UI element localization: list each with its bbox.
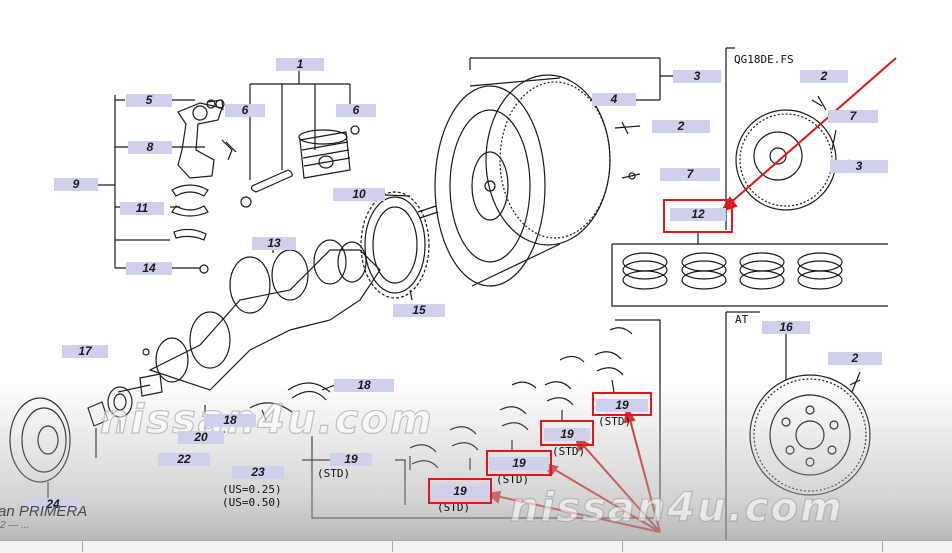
callout-16[interactable]: 16: [762, 321, 810, 334]
callout-9[interactable]: 9: [54, 178, 98, 191]
callout-23[interactable]: 23: [232, 466, 284, 479]
callout-3-flywheel[interactable]: 3: [673, 70, 721, 83]
callout-13[interactable]: 13: [252, 237, 296, 250]
bottom-divider: [622, 540, 623, 552]
callout-19-b[interactable]: 19: [489, 457, 549, 470]
std-label-b: (STD): [496, 473, 530, 486]
callout-4[interactable]: 4: [592, 93, 636, 106]
highlight-19-a: [428, 478, 492, 504]
us-025-label: (US=0.25): [222, 483, 282, 496]
callout-17[interactable]: 17: [62, 345, 108, 358]
callout-14[interactable]: 14: [126, 262, 172, 275]
callout-19-a[interactable]: 19: [430, 485, 490, 498]
bottom-divider: [392, 540, 393, 552]
bottom-fade-overlay: [0, 380, 952, 552]
bottom-divider: [82, 540, 83, 552]
callout-6-left[interactable]: 6: [225, 104, 265, 117]
engine-code-label: QG18DE.FS: [734, 53, 794, 66]
highlight-19-d: [592, 392, 652, 416]
callout-19-c[interactable]: 19: [544, 428, 590, 441]
callout-20[interactable]: 20: [178, 431, 224, 444]
callout-15[interactable]: 15: [393, 304, 445, 317]
callout-6-right[interactable]: 6: [336, 104, 376, 117]
bottom-table-edge: [0, 540, 952, 553]
callout-7-flywheel[interactable]: 7: [660, 168, 720, 181]
bottom-divider: [882, 540, 883, 552]
callout-11[interactable]: 11: [120, 202, 164, 215]
watermark-top: nissan4u.com: [99, 397, 434, 443]
callout-24[interactable]: 24: [26, 498, 80, 511]
callout-5[interactable]: 5: [126, 94, 172, 107]
callout-10[interactable]: 10: [333, 188, 385, 201]
callout-1[interactable]: 1: [276, 58, 324, 71]
callout-19-std[interactable]: 19: [330, 453, 372, 466]
std-label-a: (STD): [437, 501, 471, 514]
highlight-19-c: [540, 420, 594, 446]
callout-8[interactable]: 8: [128, 141, 172, 154]
callout-7-qg[interactable]: 7: [828, 110, 878, 123]
callout-18-right[interactable]: 18: [334, 379, 394, 392]
brand-model-label: an PRIMERA: [0, 503, 88, 520]
callout-2-at[interactable]: 2: [828, 352, 882, 365]
highlight-19-b: [486, 450, 552, 476]
brand-sub-label: 2 — ...: [0, 520, 30, 531]
std-label-c: (STD): [552, 445, 586, 458]
callout-2-qg[interactable]: 2: [800, 70, 848, 83]
watermark-bottom: nissan4u.com: [509, 485, 844, 531]
callout-22[interactable]: 22: [158, 453, 210, 466]
std-label-d: (STD): [598, 415, 632, 428]
std-label-23: (STD): [317, 467, 351, 480]
highlight-12: [663, 199, 733, 233]
at-label: AT: [735, 313, 749, 326]
callout-18-left[interactable]: 18: [204, 414, 256, 427]
us-050-label: (US=0.50): [222, 496, 282, 509]
callout-19-d[interactable]: 19: [596, 399, 648, 412]
callout-2-flywheel[interactable]: 2: [652, 120, 710, 133]
callout-12[interactable]: 12: [670, 208, 726, 221]
callout-3-qg[interactable]: 3: [830, 160, 888, 173]
